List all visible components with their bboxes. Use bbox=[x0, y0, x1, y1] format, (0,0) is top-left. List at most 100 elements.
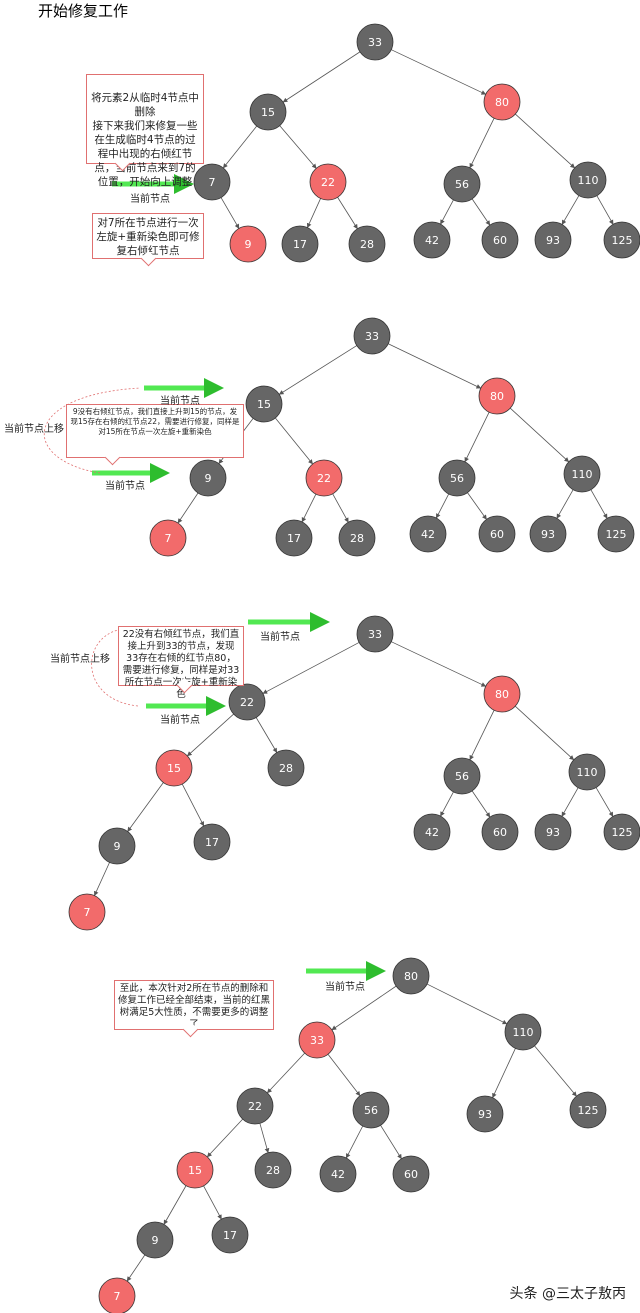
tree-edge bbox=[337, 197, 358, 230]
node-value: 15 bbox=[188, 1164, 202, 1177]
tree-node-9: 9 bbox=[136, 1221, 174, 1259]
tree-node-33: 33 bbox=[356, 615, 394, 653]
tree-node-80: 80 bbox=[392, 957, 430, 995]
tree-node-110: 110 bbox=[504, 1013, 542, 1051]
tree-edge bbox=[380, 1125, 402, 1160]
node-value: 28 bbox=[350, 532, 364, 545]
node-value: 80 bbox=[495, 688, 509, 701]
note-text: 至此，本次针对2所在节点的删除和修复工作已经全部结束，当前的红黑树满足5大性质，… bbox=[118, 983, 271, 1030]
node-value: 56 bbox=[450, 472, 464, 485]
note-p4: 至此，本次针对2所在节点的删除和修复工作已经全部结束，当前的红黑树满足5大性质，… bbox=[114, 980, 274, 1038]
tree-node-28: 28 bbox=[348, 225, 386, 263]
current-node-label: 当前节点 bbox=[260, 632, 300, 643]
tree-node-93: 93 bbox=[529, 515, 567, 553]
tree-edge bbox=[534, 1045, 577, 1097]
tree-edge bbox=[94, 862, 110, 897]
tree-edge bbox=[126, 1254, 146, 1282]
tree-edge bbox=[206, 1118, 243, 1158]
node-value: 125 bbox=[578, 1104, 599, 1117]
current-node-label: 当前节点 bbox=[105, 481, 145, 492]
tree-node-125: 125 bbox=[597, 515, 635, 553]
tree-node-56: 56 bbox=[443, 165, 481, 203]
move-up-label: 当前节点上移 bbox=[50, 654, 110, 665]
node-value: 22 bbox=[321, 176, 335, 189]
current-node-label: 当前节点 bbox=[130, 194, 170, 205]
node-value: 125 bbox=[606, 528, 627, 541]
node-value: 9 bbox=[152, 1234, 159, 1247]
node-value: 56 bbox=[455, 770, 469, 783]
tree-node-22: 22 bbox=[309, 163, 347, 201]
tree-node-42: 42 bbox=[319, 1155, 357, 1193]
tree-node-9: 9 bbox=[229, 225, 267, 263]
tree-node-56: 56 bbox=[352, 1091, 390, 1129]
tree-edge bbox=[262, 642, 360, 694]
tree-node-7: 7 bbox=[68, 893, 106, 931]
watermark: 头条 @三太子敖丙 bbox=[509, 1286, 626, 1302]
node-value: 17 bbox=[293, 238, 307, 251]
tree-node-42: 42 bbox=[409, 515, 447, 553]
tree-node-7: 7 bbox=[149, 519, 187, 557]
node-value: 15 bbox=[261, 106, 275, 119]
node-value: 42 bbox=[421, 528, 435, 541]
tree-node-60: 60 bbox=[478, 515, 516, 553]
node-value: 125 bbox=[612, 234, 633, 247]
tree-edge bbox=[391, 641, 487, 687]
tree-edge bbox=[203, 1185, 222, 1220]
node-value: 33 bbox=[368, 36, 382, 49]
current-node-label: 当前节点 bbox=[160, 715, 200, 726]
tree-edge bbox=[440, 199, 454, 225]
tree-edge bbox=[327, 1054, 361, 1097]
node-value: 9 bbox=[205, 472, 212, 485]
node-value: 17 bbox=[287, 532, 301, 545]
tree-edge bbox=[426, 983, 508, 1025]
tree-edge bbox=[590, 489, 608, 519]
tree-node-9: 9 bbox=[189, 459, 227, 497]
tree-edge bbox=[306, 198, 321, 229]
tree-edge bbox=[464, 412, 490, 463]
node-value: 80 bbox=[490, 390, 504, 403]
current-node-label: 当前节点 bbox=[160, 396, 200, 407]
tree-edge bbox=[556, 489, 574, 519]
tree-node-9: 9 bbox=[98, 827, 136, 865]
node-value: 93 bbox=[546, 234, 560, 247]
note-p3: 22没有右倾红节点，我们直接上升到33的节点，发现33存在右倾的红节点80，需要… bbox=[118, 626, 244, 700]
tree-node-33: 33 bbox=[298, 1021, 336, 1059]
node-value: 42 bbox=[425, 234, 439, 247]
tree-edge bbox=[332, 493, 349, 523]
tree-edge bbox=[127, 782, 164, 832]
node-value: 28 bbox=[360, 238, 374, 251]
node-value: 9 bbox=[245, 238, 252, 251]
node-value: 80 bbox=[495, 96, 509, 109]
node-value: 22 bbox=[317, 472, 331, 485]
node-value: 22 bbox=[240, 696, 254, 709]
note-p1-main: 将元素2从临时4节点中删除 接下来我们来修复一些在生成临时4节点的过程中出现的右… bbox=[86, 74, 204, 188]
node-value: 28 bbox=[266, 1164, 280, 1177]
node-value: 42 bbox=[331, 1168, 345, 1181]
tree-edge bbox=[266, 1052, 305, 1094]
node-value: 110 bbox=[572, 468, 593, 481]
tree-node-110: 110 bbox=[563, 455, 601, 493]
tree-node-33: 33 bbox=[353, 317, 391, 355]
tree-edge bbox=[279, 125, 317, 169]
tree-node-22: 22 bbox=[236, 1087, 274, 1125]
node-value: 93 bbox=[541, 528, 555, 541]
tree-edge bbox=[220, 197, 240, 229]
tree-node-80: 80 bbox=[478, 377, 516, 415]
node-value: 7 bbox=[209, 176, 216, 189]
move-up-label: 当前节点上移 bbox=[4, 424, 64, 435]
tree-edge bbox=[467, 492, 487, 520]
tree-edge bbox=[163, 1185, 187, 1225]
tree-node-110: 110 bbox=[568, 753, 606, 791]
tree-edge bbox=[440, 791, 454, 817]
tree-edge bbox=[469, 710, 495, 761]
node-value: 33 bbox=[368, 628, 382, 641]
tree-node-15: 15 bbox=[249, 93, 287, 131]
page-title: 开始修复工作 bbox=[38, 2, 129, 20]
tree-edge bbox=[471, 198, 491, 226]
tree-edge bbox=[301, 493, 317, 523]
tree-edge bbox=[515, 113, 576, 169]
tree-node-56: 56 bbox=[443, 757, 481, 795]
node-value: 60 bbox=[493, 234, 507, 247]
node-value: 110 bbox=[577, 766, 598, 779]
